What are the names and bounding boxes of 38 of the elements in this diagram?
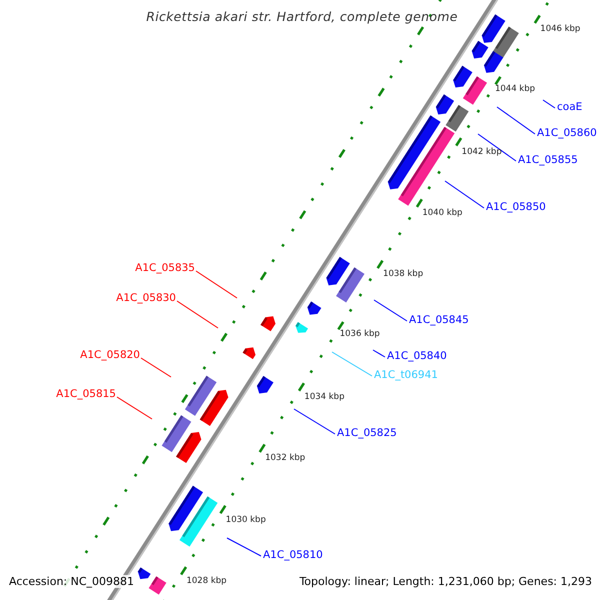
- leader-line: [176, 300, 218, 328]
- gene-label: A1C_05855: [518, 155, 578, 166]
- gene-label: A1C_05810: [263, 550, 323, 560]
- leader-line: [332, 352, 372, 376]
- leader-line: [140, 358, 172, 378]
- leader-line: [294, 408, 336, 434]
- scale-label: 1032 kbp: [265, 454, 306, 463]
- scale-label: 1046 kbp: [540, 25, 580, 34]
- genome-info-label: Topology: linear; Length: 1,231,060 bp; Genes: 1,293: [297, 575, 594, 588]
- leader-line: [478, 134, 516, 162]
- gene-label: coaE: [557, 102, 582, 112]
- scale-label: 1038 kbp: [383, 270, 424, 279]
- scale-label: 1036 kbp: [340, 330, 380, 338]
- gene-label: A1C_05850: [486, 202, 546, 212]
- gene-label: A1C_05840: [387, 351, 447, 362]
- gene-label: A1C_05815: [56, 389, 116, 400]
- gene-label: A1C_05860: [537, 128, 597, 138]
- leader-line: [196, 270, 238, 298]
- scale-label: 1040 kbp: [422, 209, 462, 218]
- chart-title: Rickettsia akari str. Hartford, complete genome: [145, 11, 459, 24]
- scale-label: 1034 kbp: [304, 393, 344, 402]
- gene-label: A1C_t06941: [374, 370, 438, 380]
- gene-label: A1C_05820: [80, 350, 140, 360]
- leader-line: [542, 100, 556, 108]
- leader-line: [496, 106, 536, 134]
- scale-label: 1028 kbp: [186, 576, 227, 586]
- scale-label: 1030 kbp: [226, 516, 266, 524]
- scale-label: 1044 kbp: [494, 84, 536, 94]
- leader-line: [226, 538, 262, 556]
- gene-label: A1C_05830: [116, 293, 176, 304]
- leader-line: [116, 396, 152, 420]
- scale-label: 1042 kbp: [462, 148, 502, 156]
- leader-line: [372, 350, 386, 358]
- leader-line: [444, 180, 484, 208]
- gene-label: A1C_05845: [409, 315, 469, 326]
- gene-label: A1C_05825: [337, 428, 397, 438]
- leader-line: [374, 300, 408, 322]
- gene-label: A1C_05835: [135, 263, 195, 274]
